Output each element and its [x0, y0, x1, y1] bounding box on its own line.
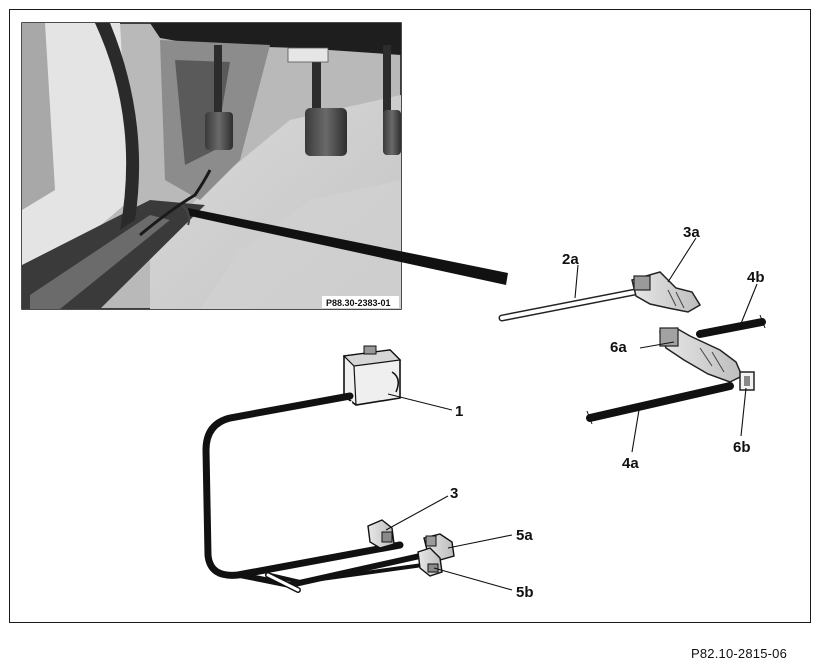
callout-5a: 5a	[516, 527, 533, 544]
callout-3: 3	[450, 485, 458, 502]
connector-3	[367, 519, 395, 549]
detail-pointer	[188, 208, 508, 285]
callout-1: 1	[455, 403, 463, 420]
callout-2a: 2a	[562, 251, 579, 268]
cable-4b	[696, 314, 766, 338]
callout-5b: 5b	[516, 584, 534, 601]
callout-6a: 6a	[610, 339, 627, 356]
cable-4a	[586, 382, 734, 425]
callout-4a: 4a	[622, 455, 639, 472]
figure-reference: P82.10-2815-06	[691, 646, 788, 661]
rod-2a	[498, 287, 644, 322]
callout-3a: 3a	[683, 224, 700, 241]
connector-3a	[631, 271, 702, 313]
leader-lines	[385, 237, 758, 591]
inset-photo: P88.30-2383-01	[21, 22, 402, 310]
inset-code-label: P88.30-2383-01	[326, 298, 391, 308]
control-unit-1	[342, 345, 402, 406]
callout-6b: 6b	[733, 439, 751, 456]
callout-4b: 4b	[747, 269, 765, 286]
clip-6b	[739, 371, 755, 391]
wiring-harness	[202, 392, 431, 593]
